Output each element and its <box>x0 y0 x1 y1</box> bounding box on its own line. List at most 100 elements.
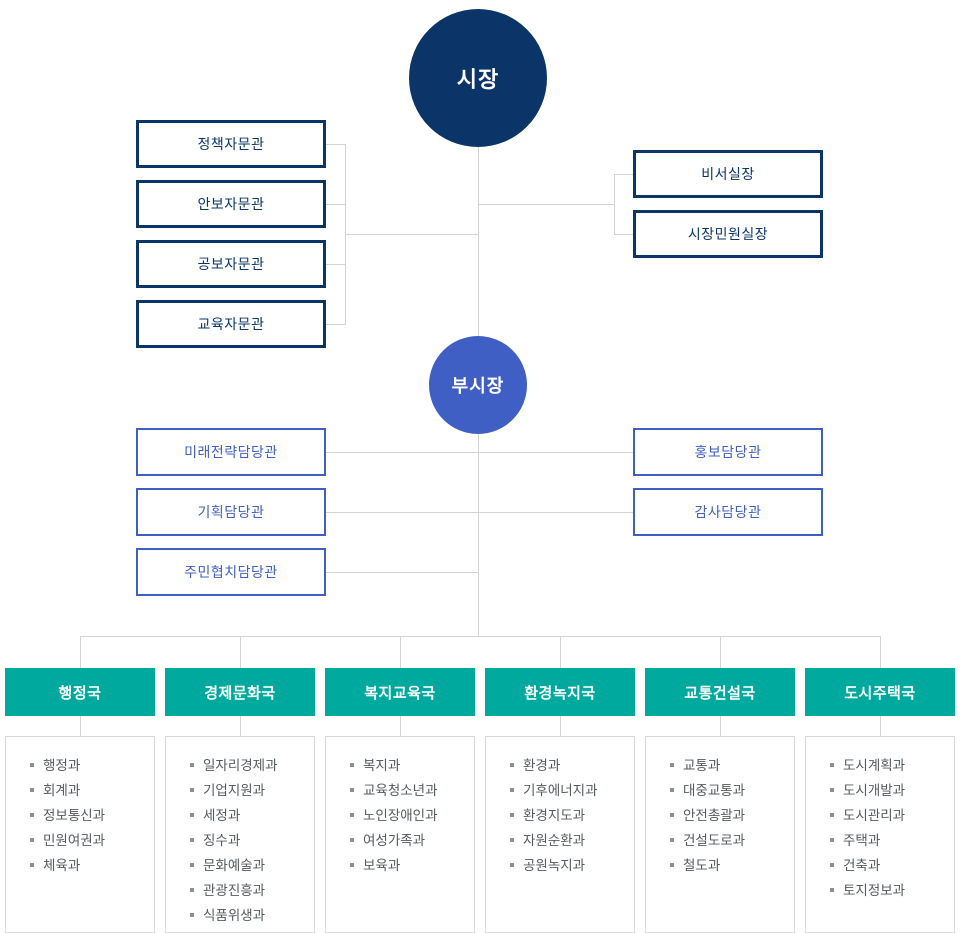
mayor-left-staff-1[interactable]: 정책자문관 <box>136 120 326 168</box>
mayor-left-staff-2[interactable]: 안보자문관 <box>136 180 326 228</box>
division-item[interactable]: 환경과 <box>510 753 634 778</box>
vice-left-staff-1[interactable]: 미래전략담당관 <box>136 428 326 476</box>
spine-mayor-to-vice <box>478 147 479 336</box>
vice-row-2-line <box>326 512 634 513</box>
mayor-left-staff-1-label: 정책자문관 <box>197 136 265 152</box>
division-item[interactable]: 토지정보과 <box>830 878 954 903</box>
division-item[interactable]: 주택과 <box>830 828 954 853</box>
division-item[interactable]: 대중교통과 <box>670 778 794 803</box>
division-item[interactable]: 회계과 <box>30 778 154 803</box>
division-item[interactable]: 안전총괄과 <box>670 803 794 828</box>
mayor-left-stub-2 <box>326 204 346 205</box>
division-item[interactable]: 교육청소년과 <box>350 778 474 803</box>
division-item[interactable]: 문화예술과 <box>190 853 314 878</box>
department-body-1: 행정과 회계과 정보통신과 민원여권과 체육과 <box>5 736 155 933</box>
mayor-right-staff-1[interactable]: 비서실장 <box>633 150 823 198</box>
mayor-right-staff-1-label: 비서실장 <box>701 166 755 182</box>
department-header-6-label: 도시주택국 <box>844 684 916 702</box>
department-body-4: 환경과 기후에너지과 환경지도과 자원순환과 공원녹지과 <box>485 736 635 933</box>
vice-right-staff-1-label: 홍보담당관 <box>694 444 762 460</box>
division-item[interactable]: 기업지원과 <box>190 778 314 803</box>
department-drop-1 <box>80 636 81 668</box>
division-item[interactable]: 건축과 <box>830 853 954 878</box>
mayor-right-stub-1 <box>614 174 634 175</box>
dept-body-connector-1 <box>80 716 81 736</box>
division-item[interactable]: 건설도로과 <box>670 828 794 853</box>
mayor-right-stub-2 <box>614 234 634 235</box>
department-body-5: 교통과 대중교통과 안전총괄과 건설도로과 철도과 <box>645 736 795 933</box>
department-body-6: 도시계획과 도시개발과 도시관리과 주택과 건축과 토지정보과 <box>805 736 955 933</box>
department-header-2-label: 경제문화국 <box>204 684 276 702</box>
vice-right-staff-2-label: 감사담당관 <box>694 504 762 520</box>
vice-right-staff-1[interactable]: 홍보담당관 <box>633 428 823 476</box>
mayor-left-stub-4 <box>326 324 346 325</box>
department-header-6[interactable]: 도시주택국 <box>805 668 955 716</box>
mayor-left-staff-3[interactable]: 공보자문관 <box>136 240 326 288</box>
division-item[interactable]: 노인장애인과 <box>350 803 474 828</box>
division-item[interactable]: 징수과 <box>190 828 314 853</box>
department-header-4-label: 환경녹지국 <box>524 684 596 702</box>
mayor-left-staff-3-label: 공보자문관 <box>197 256 265 272</box>
mayor-left-stub-1 <box>326 144 346 145</box>
division-item[interactable]: 기후에너지과 <box>510 778 634 803</box>
division-item[interactable]: 환경지도과 <box>510 803 634 828</box>
vice-mayor-node[interactable]: 부시장 <box>429 336 527 434</box>
vice-left-staff-3-label: 주민협치담당관 <box>184 564 278 580</box>
vice-left-staff-3[interactable]: 주민협치담당관 <box>136 548 326 596</box>
division-item[interactable]: 철도과 <box>670 853 794 878</box>
department-rail <box>80 636 880 637</box>
mayor-label: 시장 <box>456 67 500 92</box>
department-division-list-4: 환경과 기후에너지과 환경지도과 자원순환과 공원녹지과 <box>486 753 634 878</box>
division-item[interactable]: 정보통신과 <box>30 803 154 828</box>
division-item[interactable]: 복지과 <box>350 753 474 778</box>
division-item[interactable]: 체육과 <box>30 853 154 878</box>
department-header-4[interactable]: 환경녹지국 <box>485 668 635 716</box>
division-item[interactable]: 일자리경제과 <box>190 753 314 778</box>
mayor-right-staff-2[interactable]: 시장민원실장 <box>633 210 823 258</box>
division-item[interactable]: 자원순환과 <box>510 828 634 853</box>
department-header-3[interactable]: 복지교육국 <box>325 668 475 716</box>
mayor-left-link <box>345 234 479 235</box>
vice-mayor-label: 부시장 <box>451 376 505 396</box>
department-header-3-label: 복지교육국 <box>364 684 436 702</box>
division-item[interactable]: 교통과 <box>670 753 794 778</box>
dept-body-connector-4 <box>560 716 561 736</box>
division-item[interactable]: 식품위생과 <box>190 903 314 928</box>
vice-left-staff-1-label: 미래전략담당관 <box>184 444 278 460</box>
division-item[interactable]: 관광진흥과 <box>190 878 314 903</box>
mayor-left-stub-3 <box>326 264 346 265</box>
vice-left-staff-2[interactable]: 기획담당관 <box>136 488 326 536</box>
mayor-left-staff-4-label: 교육자문관 <box>197 316 265 332</box>
division-item[interactable]: 도시개발과 <box>830 778 954 803</box>
division-item[interactable]: 세정과 <box>190 803 314 828</box>
vice-right-staff-2[interactable]: 감사담당관 <box>633 488 823 536</box>
mayor-left-staff-2-label: 안보자문관 <box>197 196 265 212</box>
division-item[interactable]: 도시관리과 <box>830 803 954 828</box>
department-division-list-2: 일자리경제과 기업지원과 세정과 징수과 문화예술과 관광진흥과 식품위생과 <box>166 753 314 928</box>
dept-body-connector-5 <box>720 716 721 736</box>
department-header-5[interactable]: 교통건설국 <box>645 668 795 716</box>
department-division-list-1: 행정과 회계과 정보통신과 민원여권과 체육과 <box>6 753 154 878</box>
department-drop-2 <box>240 636 241 668</box>
division-item[interactable]: 도시계획과 <box>830 753 954 778</box>
mayor-left-staff-4[interactable]: 교육자문관 <box>136 300 326 348</box>
mayor-right-staff-2-label: 시장민원실장 <box>687 226 769 242</box>
department-header-5-label: 교통건설국 <box>684 684 756 702</box>
dept-body-connector-6 <box>880 716 881 736</box>
department-division-list-6: 도시계획과 도시개발과 도시관리과 주택과 건축과 토지정보과 <box>806 753 954 903</box>
division-item[interactable]: 민원여권과 <box>30 828 154 853</box>
division-item[interactable]: 공원녹지과 <box>510 853 634 878</box>
department-division-list-3: 복지과 교육청소년과 노인장애인과 여성가족과 보육과 <box>326 753 474 878</box>
department-body-3: 복지과 교육청소년과 노인장애인과 여성가족과 보육과 <box>325 736 475 933</box>
division-item[interactable]: 보육과 <box>350 853 474 878</box>
department-body-2: 일자리경제과 기업지원과 세정과 징수과 문화예술과 관광진흥과 식품위생과 <box>165 736 315 933</box>
department-division-list-5: 교통과 대중교통과 안전총괄과 건설도로과 철도과 <box>646 753 794 878</box>
department-drop-4 <box>560 636 561 668</box>
department-header-2[interactable]: 경제문화국 <box>165 668 315 716</box>
vice-row-3-line <box>326 572 479 573</box>
division-item[interactable]: 행정과 <box>30 753 154 778</box>
department-header-1[interactable]: 행정국 <box>5 668 155 716</box>
division-item[interactable]: 여성가족과 <box>350 828 474 853</box>
mayor-node[interactable]: 시장 <box>409 9 547 147</box>
